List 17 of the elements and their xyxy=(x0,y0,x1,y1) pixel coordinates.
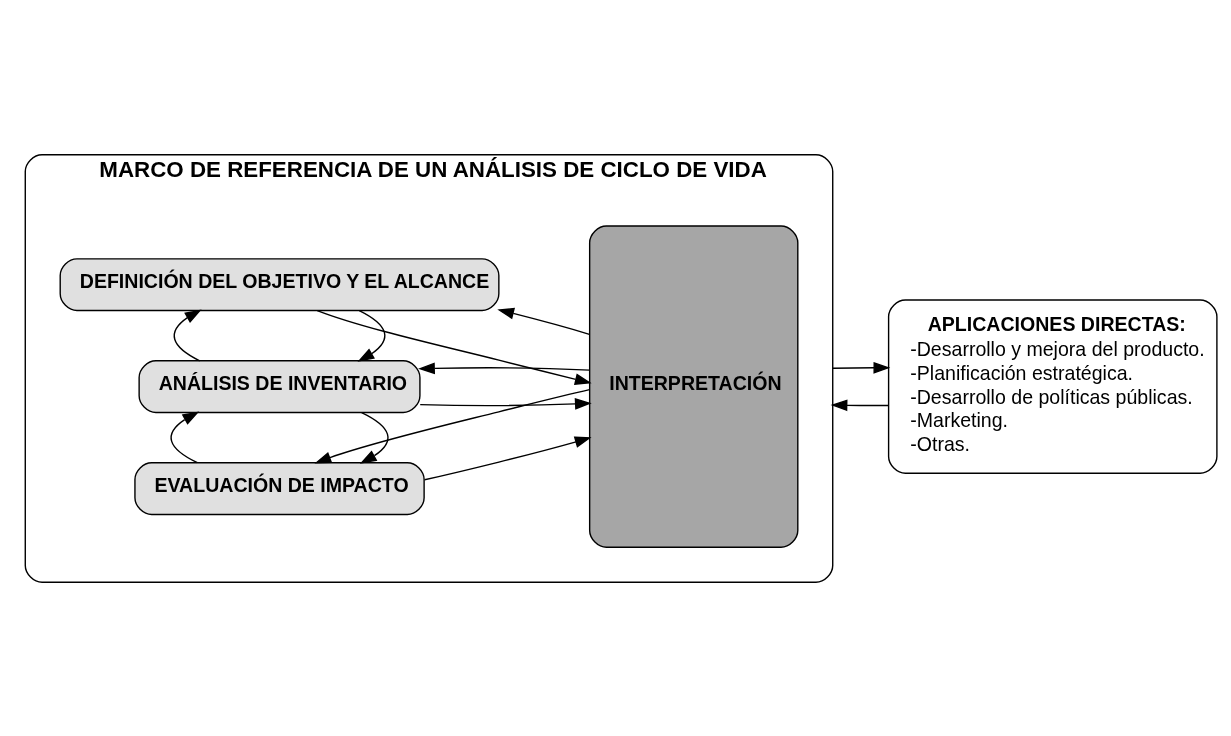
node-box: INTERPRETACIÓN xyxy=(588,224,799,548)
node-box: ANÁLISIS DE INVENTARIO xyxy=(138,359,421,413)
arrow xyxy=(832,361,891,374)
node-box: DEFINICIÓN DEL OBJETIVO Y EL ALCANCE xyxy=(59,257,500,311)
node-box: APLICACIONES DIRECTAS: -Desarrollo y mejora del producto. -Planificación estratégica. -Desarrollo de políticas públicas. -Marketing. -Otras. xyxy=(887,298,1218,474)
arrow xyxy=(419,397,592,410)
arrow xyxy=(423,435,592,480)
arrow xyxy=(418,361,591,374)
node-box: EVALUACIÓN DE IMPACTO xyxy=(134,461,425,515)
arrow xyxy=(357,309,386,362)
arrow xyxy=(170,411,200,463)
arrow xyxy=(316,309,592,385)
arrow xyxy=(830,398,889,411)
arrow xyxy=(497,307,591,335)
arrow xyxy=(359,411,389,464)
arrow xyxy=(173,309,202,361)
arrow xyxy=(314,388,591,463)
